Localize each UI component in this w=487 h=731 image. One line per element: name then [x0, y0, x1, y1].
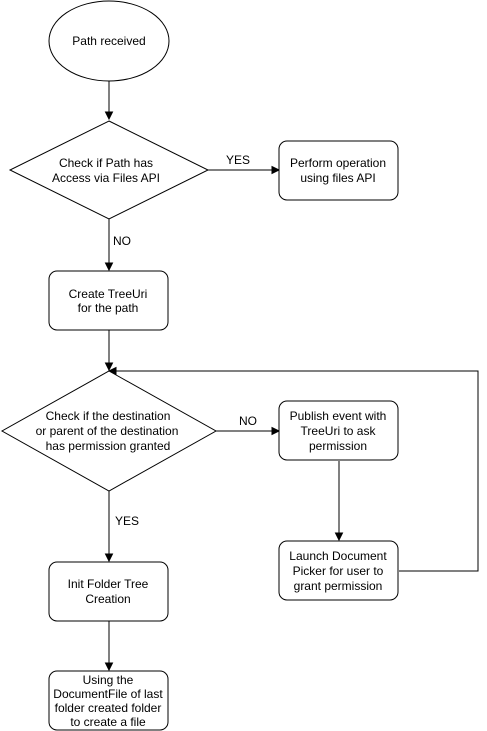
node-check-access: Check if Path has Access via Files API [8, 120, 210, 220]
node-label: Perform operation [290, 156, 386, 170]
start-ellipse [48, 0, 170, 82]
decision-diamond [0, 370, 218, 492]
arrowhead [271, 426, 281, 436]
arrowhead [104, 262, 114, 272]
arrowhead [104, 553, 114, 563]
arrowhead [271, 165, 281, 175]
node-label: TreeUri to ask [301, 424, 377, 438]
node-check-permission: Check if the destination or parent of th… [0, 370, 218, 492]
arrowhead [104, 662, 114, 672]
node-label: Check if Path has [59, 156, 153, 170]
arrowhead [334, 532, 344, 542]
node-create-treeuri: Create TreeUri for the path [48, 270, 169, 331]
arrowhead [104, 362, 114, 372]
edge-label-permission-yes: YES [115, 514, 139, 528]
process-box [278, 540, 399, 601]
node-label: Access via Files API [52, 171, 160, 185]
node-publish-event: Publish event with TreeUri to ask permis… [278, 400, 399, 461]
node-init-tree: Init Folder Tree Creation [48, 561, 169, 622]
decision-diamond [8, 120, 210, 220]
process-box [48, 270, 169, 331]
edge-label-permission-no: NO [239, 414, 257, 428]
node-label: Create TreeUri [69, 287, 148, 301]
node-label: Creation [85, 592, 130, 606]
node-label: using files API [300, 171, 375, 185]
node-label: or parent of the destination [36, 424, 179, 438]
node-label: folder created folder [55, 701, 162, 715]
node-launch-picker: Launch Document Picker for user to grant… [278, 540, 399, 601]
node-label: for the path [78, 301, 139, 315]
process-box [278, 140, 399, 201]
node-label: grant permission [294, 579, 383, 593]
node-create-file: Using the DocumentFile of last folder cr… [48, 670, 169, 731]
node-label: has permission granted [46, 439, 171, 453]
node-start: Path received [48, 0, 170, 82]
node-label: Check if the destination [46, 409, 171, 423]
node-label: Publish event with [290, 409, 387, 423]
edges [104, 81, 479, 672]
node-label: DocumentFile of last [53, 687, 163, 701]
process-box [48, 670, 169, 731]
node-label: Using the [83, 673, 134, 687]
node-label: Picker for user to [293, 564, 384, 578]
node-label: Path received [72, 34, 145, 48]
node-perform-op: Perform operation using files API [278, 140, 399, 201]
edge-loop-back [115, 370, 479, 572]
node-label: Launch Document [289, 549, 387, 563]
node-label: permission [309, 439, 367, 453]
node-label: Init Folder Tree [68, 577, 149, 591]
edge-label-access-yes: YES [226, 153, 250, 167]
arrowhead [104, 111, 114, 121]
node-label: to create a file [70, 715, 146, 729]
process-box [278, 400, 399, 461]
edge-label-access-no: NO [113, 234, 131, 248]
process-box [48, 561, 169, 622]
